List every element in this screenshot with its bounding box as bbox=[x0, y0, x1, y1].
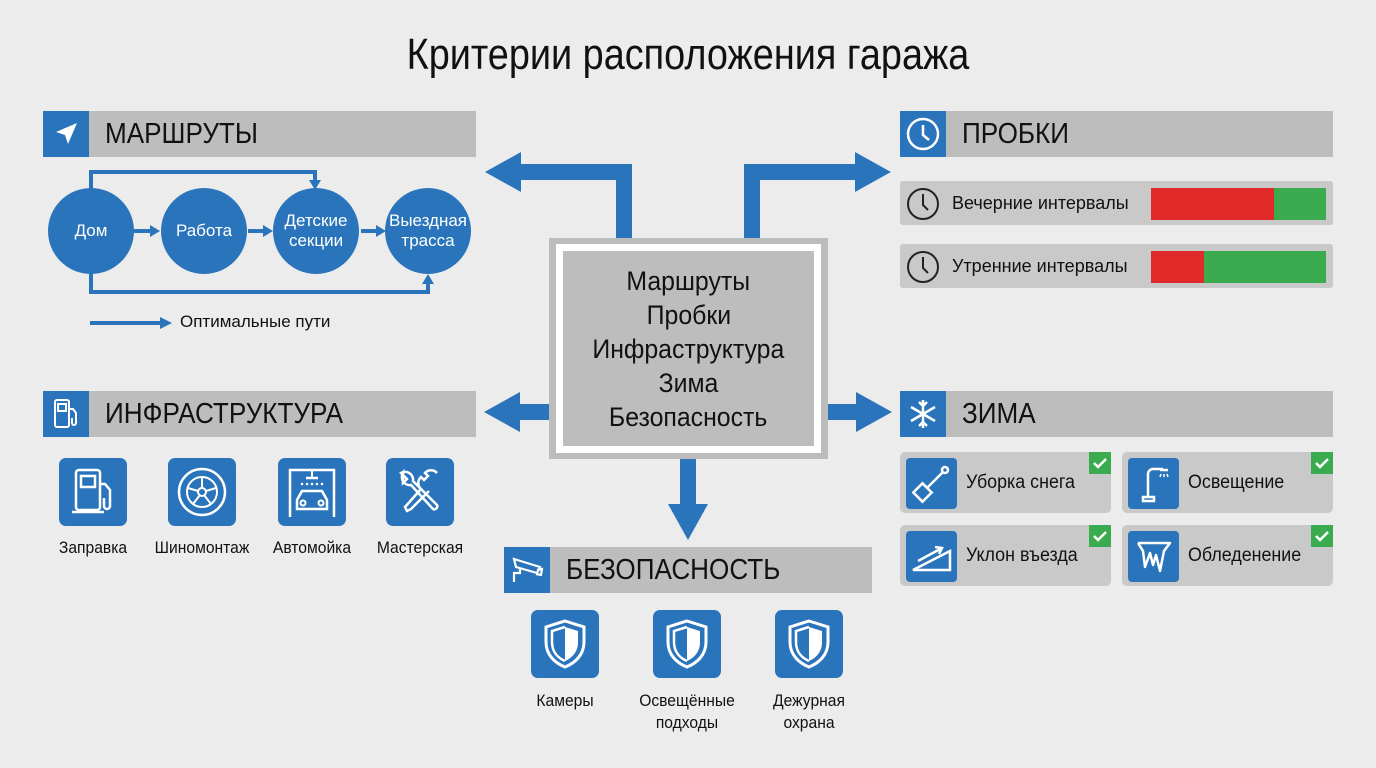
routes-header-label: МАРШРУТЫ bbox=[105, 118, 258, 150]
security-header-label: БЕЗОПАСНОСТЬ bbox=[566, 554, 781, 586]
shield-icon bbox=[666, 619, 708, 669]
route-node-kids-sections: Детские секции bbox=[273, 188, 359, 274]
tire-icon bbox=[177, 467, 227, 517]
arrow-winter-head bbox=[856, 392, 892, 432]
check-icon bbox=[1311, 525, 1333, 547]
center-line: Маршруты bbox=[626, 265, 751, 296]
arrowhead bbox=[150, 225, 160, 237]
traffic-header: ПРОБКИ bbox=[900, 111, 1333, 157]
route-link-home-sections bbox=[89, 170, 317, 189]
center-line: Пробки bbox=[646, 299, 731, 330]
arrow-traffic-shaft bbox=[744, 164, 866, 180]
center-box: Маршруты Пробки Инфраструктура Зима Безо… bbox=[563, 251, 814, 446]
congestion-bar-free bbox=[1273, 188, 1326, 220]
traffic-header-label: ПРОБКИ bbox=[962, 118, 1069, 150]
check-icon bbox=[1089, 525, 1111, 547]
arrow-security-shaft bbox=[680, 452, 696, 512]
arrowhead bbox=[376, 225, 386, 237]
traffic-row-label: Вечерние интервалы bbox=[952, 193, 1129, 213]
infra-label: Заправка bbox=[58, 538, 128, 557]
infra-tile-tire bbox=[168, 458, 236, 526]
infra-tile-workshop bbox=[386, 458, 454, 526]
congestion-bar bbox=[1151, 251, 1326, 283]
clock-icon bbox=[907, 251, 939, 283]
arrowhead bbox=[422, 274, 434, 284]
traffic-row-label: Утренние интервалы bbox=[952, 256, 1128, 276]
infra-label: Автомойка bbox=[272, 538, 352, 557]
center-line: Зима bbox=[658, 367, 719, 398]
winter-card-label: Освещение bbox=[1188, 472, 1285, 493]
winter-header: ЗИМА bbox=[900, 391, 1333, 437]
arrow-routes-shaft bbox=[510, 164, 632, 180]
route-node-work: Работа bbox=[161, 188, 247, 274]
arrow-infra-shaft bbox=[512, 404, 556, 420]
security-label: Освещённые подходы bbox=[639, 691, 735, 732]
fuel-pump-icon bbox=[72, 468, 112, 514]
infra-label: Шиномонтаж bbox=[154, 538, 250, 557]
winter-card-icing: Обледенение bbox=[1122, 525, 1333, 586]
navigation-arrow-icon bbox=[43, 111, 89, 157]
route-node-home: Дом bbox=[48, 188, 134, 274]
arrow-routes-stem bbox=[616, 164, 632, 244]
route-link-home-track bbox=[89, 272, 430, 294]
winter-card-label: Уборка снега bbox=[966, 472, 1075, 493]
arrow-routes-head bbox=[485, 152, 521, 192]
congestion-bar-free bbox=[1203, 251, 1326, 283]
winter-card-label: Обледенение bbox=[1188, 545, 1302, 566]
security-tile-guard bbox=[775, 610, 843, 678]
shield-icon bbox=[788, 619, 830, 669]
traffic-row-morning: Утренние интервалы bbox=[900, 244, 1333, 288]
center-line: Безопасность bbox=[609, 401, 768, 432]
security-tile-cameras bbox=[531, 610, 599, 678]
shield-icon bbox=[544, 619, 586, 669]
winter-card-snow-removal: Уборка снега bbox=[900, 452, 1111, 513]
infra-tile-carwash bbox=[278, 458, 346, 526]
check-icon bbox=[1089, 452, 1111, 474]
security-camera-icon bbox=[504, 547, 550, 593]
security-header: БЕЗОПАСНОСТЬ bbox=[504, 547, 872, 593]
congestion-bar-congested bbox=[1151, 188, 1274, 220]
security-tile-lit-approaches bbox=[653, 610, 721, 678]
route-node-track: Выездная трасса bbox=[385, 188, 471, 274]
infra-tile-fuel bbox=[59, 458, 127, 526]
infrastructure-header: ИНФРАСТРУКТУРА bbox=[43, 391, 476, 437]
infra-label: Мастерская bbox=[376, 538, 464, 557]
check-icon bbox=[1311, 452, 1333, 474]
security-label: Дежурная охрана bbox=[773, 691, 845, 732]
winter-card-slope: Уклон въезда bbox=[900, 525, 1111, 586]
winter-header-label: ЗИМА bbox=[962, 398, 1036, 430]
arrow-infra-head bbox=[484, 392, 520, 432]
winter-card-label: Уклон въезда bbox=[966, 545, 1078, 566]
infrastructure-header-label: ИНФРАСТРУКТУРА bbox=[105, 398, 344, 430]
slope-icon bbox=[906, 531, 957, 582]
page-title: Критерии расположения гаража bbox=[406, 30, 970, 79]
center-line: Инфраструктура bbox=[592, 333, 785, 364]
routes-header: МАРШРУТЫ bbox=[43, 111, 476, 157]
car-wash-icon bbox=[288, 468, 336, 517]
routes-legend-label: Оптимальные пути bbox=[180, 312, 331, 331]
icicle-icon bbox=[1128, 531, 1179, 582]
clock-icon bbox=[900, 111, 946, 157]
wrench-screwdriver-icon bbox=[398, 468, 439, 513]
congestion-bar-congested bbox=[1151, 251, 1204, 283]
street-lamp-icon bbox=[1128, 458, 1179, 509]
winter-card-lighting: Освещение bbox=[1122, 452, 1333, 513]
arrow-security-head bbox=[668, 504, 708, 540]
snowflake-icon bbox=[900, 391, 946, 437]
arrow-traffic-stem bbox=[744, 164, 760, 244]
fuel-pump-icon bbox=[43, 391, 89, 437]
congestion-bar bbox=[1151, 188, 1326, 220]
legend-arrowhead bbox=[160, 317, 172, 329]
arrow-traffic-head bbox=[855, 152, 891, 192]
arrow-winter-shaft bbox=[821, 404, 865, 420]
shovel-icon bbox=[906, 458, 957, 509]
arrowhead bbox=[263, 225, 273, 237]
security-label: Камеры bbox=[536, 691, 594, 710]
traffic-row-evening: Вечерние интервалы bbox=[900, 181, 1333, 225]
clock-icon bbox=[907, 188, 939, 220]
arrowhead bbox=[309, 180, 321, 190]
